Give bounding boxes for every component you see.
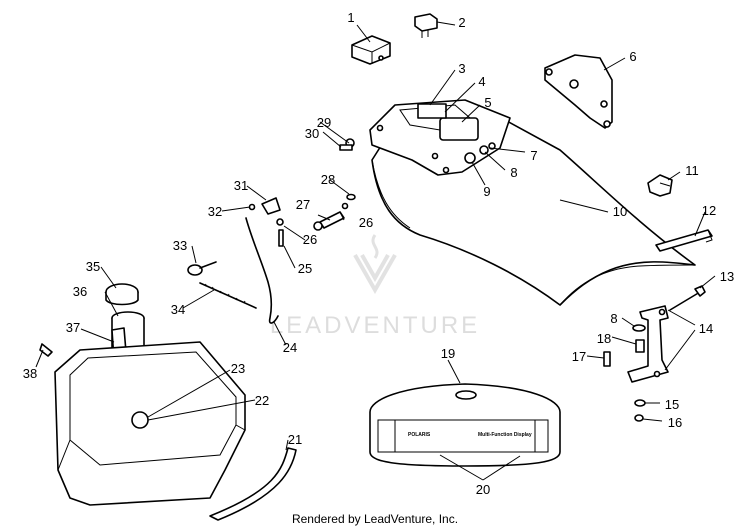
part-screw-29 xyxy=(339,138,355,151)
callout-35: 35 xyxy=(86,259,100,274)
callout-8-right: 8 xyxy=(610,311,617,326)
gauge-brand-label: POLARIS xyxy=(408,432,431,438)
callout-2: 2 xyxy=(458,15,465,30)
callout-17: 17 xyxy=(572,349,586,364)
callout-22: 22 xyxy=(255,393,269,408)
callout-10: 10 xyxy=(613,204,627,219)
callout-16: 16 xyxy=(668,415,682,430)
part-display-bezel: POLARIS Multi-Function Display xyxy=(369,383,561,467)
part-hardware-left xyxy=(248,197,284,247)
callout-38: 38 xyxy=(23,366,37,381)
callout-7: 7 xyxy=(530,148,537,163)
part-hardware-center xyxy=(313,193,356,231)
callout-3: 3 xyxy=(458,61,465,76)
callout-30: 30 xyxy=(305,126,319,141)
callout-34: 34 xyxy=(171,302,185,317)
part-bolt-13 xyxy=(669,285,706,311)
part-eyebolt xyxy=(187,261,217,276)
callout-19: 19 xyxy=(441,346,455,361)
callout-33: 33 xyxy=(173,238,187,253)
part-fuel-tank xyxy=(54,341,246,506)
part-cap xyxy=(414,13,438,38)
callout-32: 32 xyxy=(208,204,222,219)
part-hardware-right xyxy=(603,324,646,422)
callout-18: 18 xyxy=(597,331,611,346)
callout-26: 26 xyxy=(303,232,317,247)
callout-numbers: 1 2 3 4 5 6 7 8 9 10 11 12 13 14 15 16 1… xyxy=(23,10,734,497)
footer-credit: Rendered by LeadVenture, Inc. xyxy=(291,512,459,526)
part-fuel-cap xyxy=(105,283,139,306)
callout-1: 1 xyxy=(347,10,354,25)
callout-27: 27 xyxy=(296,197,310,212)
callout-6: 6 xyxy=(629,49,636,64)
callout-37: 37 xyxy=(66,320,80,335)
callout-26-right: 26 xyxy=(359,215,373,230)
part-strap xyxy=(655,229,713,252)
callout-4: 4 xyxy=(478,74,485,89)
part-rod xyxy=(245,217,279,324)
callout-31: 31 xyxy=(234,178,248,193)
callout-5: 5 xyxy=(484,95,491,110)
watermark-text: LEADVENTURE xyxy=(270,312,480,339)
callout-9: 9 xyxy=(483,184,490,199)
callout-20: 20 xyxy=(476,482,490,497)
part-strap-34 xyxy=(199,282,257,309)
callout-14: 14 xyxy=(699,321,713,336)
callout-21: 21 xyxy=(288,432,302,447)
gauge-panel-label: Multi-Function Display xyxy=(478,432,532,438)
part-dash-housing xyxy=(369,99,511,176)
part-mount-bracket xyxy=(627,305,669,383)
leader-lines xyxy=(35,21,716,481)
callout-15: 15 xyxy=(665,397,679,412)
callout-25: 25 xyxy=(298,261,312,276)
callout-8: 8 xyxy=(510,165,517,180)
part-trim-strip xyxy=(209,447,297,521)
callout-24: 24 xyxy=(283,340,297,355)
callout-28: 28 xyxy=(321,172,335,187)
callout-13: 13 xyxy=(720,269,734,284)
callout-23: 23 xyxy=(231,361,245,376)
part-switch xyxy=(351,35,391,65)
callout-12: 12 xyxy=(702,203,716,218)
part-vent-clip xyxy=(39,343,53,357)
watermark: LEADVENTURE xyxy=(270,234,480,339)
callout-36: 36 xyxy=(73,284,87,299)
part-bracket-panel xyxy=(544,54,613,129)
callout-11: 11 xyxy=(685,163,699,178)
callout-29: 29 xyxy=(317,115,331,130)
part-clip xyxy=(647,174,673,197)
